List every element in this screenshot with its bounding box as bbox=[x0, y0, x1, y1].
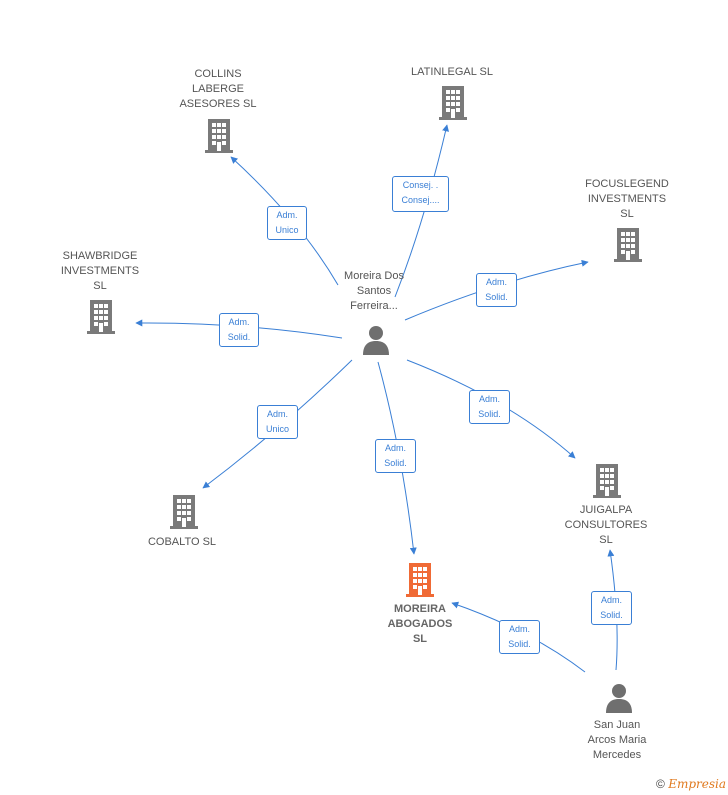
building-icon[interactable] bbox=[87, 300, 115, 334]
person-icon[interactable] bbox=[606, 684, 632, 713]
edge-latinlegal bbox=[394, 124, 449, 298]
footer-brand: © Empresia bbox=[656, 777, 726, 791]
building-icon[interactable] bbox=[593, 464, 621, 498]
person-label-sanjuan[interactable]: San Juan Arcos Maria Mercedes bbox=[587, 719, 647, 761]
relation-badge-focuslegend[interactable]: Adm. Solid. bbox=[476, 273, 517, 307]
brand-logo[interactable]: Empresia bbox=[668, 777, 726, 791]
relation-badge-sanjuan-moreira[interactable]: Adm. Solid. bbox=[499, 620, 540, 654]
person-label-moreira[interactable]: Moreira Dos Santos Ferreira... bbox=[344, 270, 404, 312]
company-label-moreira-abogados[interactable]: MOREIRA ABOGADOS SL bbox=[387, 603, 453, 645]
company-label-shawbridge[interactable]: SHAWBRIDGE INVESTMENTS SL bbox=[60, 250, 140, 292]
building-icon[interactable] bbox=[205, 119, 233, 153]
relation-badge-shawbridge[interactable]: Adm. Solid. bbox=[219, 313, 259, 347]
person-icon[interactable] bbox=[363, 326, 389, 355]
company-label-focuslegend[interactable]: FOCUSLEGEND INVESTMENTS SL bbox=[585, 178, 669, 220]
building-icon[interactable] bbox=[614, 228, 642, 262]
relation-badge-moreira-abogados[interactable]: Adm. Solid. bbox=[375, 439, 416, 473]
copyright-icon: © bbox=[656, 777, 665, 791]
building-icon[interactable] bbox=[170, 495, 198, 529]
company-label-collins[interactable]: COLLINS LABERGE ASESORES SL bbox=[179, 68, 257, 110]
company-label-latinlegal[interactable]: LATINLEGAL SL bbox=[411, 66, 493, 78]
company-label-juigalpa[interactable]: JUIGALPA CONSULTORES SL bbox=[564, 504, 648, 546]
company-label-cobalto[interactable]: COBALTO SL bbox=[147, 536, 217, 548]
building-icon-focus[interactable] bbox=[406, 563, 434, 597]
relation-badge-collins[interactable]: Adm. Unico bbox=[267, 206, 307, 240]
relation-badge-juigalpa[interactable]: Adm. Solid. bbox=[469, 390, 510, 424]
relation-badge-latinlegal[interactable]: Consej. . Consej.... bbox=[392, 176, 449, 212]
relation-badge-cobalto[interactable]: Adm. Unico bbox=[257, 405, 298, 439]
building-icon[interactable] bbox=[439, 86, 467, 120]
relation-badge-sanjuan-juigalpa[interactable]: Adm. Solid. bbox=[591, 591, 632, 625]
